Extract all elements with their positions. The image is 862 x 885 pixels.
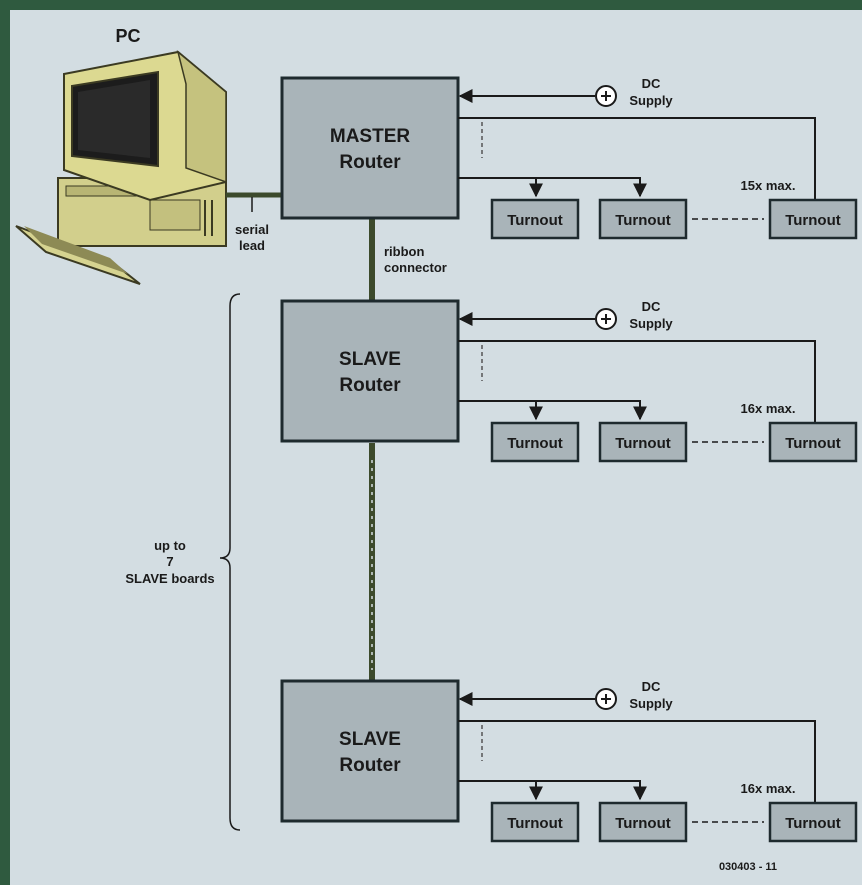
- dc-label-line1: DC: [642, 299, 661, 314]
- router-title: SLAVE: [339, 729, 401, 750]
- ribbon-label-line1: ribbon: [384, 244, 424, 259]
- router-title: SLAVE: [339, 349, 401, 370]
- router-box: [282, 78, 458, 218]
- router-box: [282, 301, 458, 441]
- turnout-label: Turnout: [615, 435, 671, 452]
- turnout-label: Turnout: [615, 815, 671, 832]
- turnout-label: Turnout: [785, 815, 841, 832]
- dc-label-line1: DC: [642, 679, 661, 694]
- router-box: [282, 681, 458, 821]
- dc-label-line2: Supply: [629, 696, 673, 711]
- router-subtitle: Router: [339, 755, 401, 776]
- figure-id: 030403 - 11: [719, 861, 777, 873]
- dc-label-line2: Supply: [629, 93, 673, 108]
- turnout-label: Turnout: [507, 815, 563, 832]
- slave-note-line1: up to: [154, 538, 186, 553]
- router-title: MASTER: [330, 126, 411, 147]
- slave-note-line2: 7: [166, 554, 173, 569]
- turnout-label: Turnout: [507, 435, 563, 452]
- router-subtitle: Router: [339, 375, 401, 396]
- turnout-label: Turnout: [785, 212, 841, 229]
- max-outputs-label: 15x max.: [741, 178, 796, 193]
- dc-label-line1: DC: [642, 76, 661, 91]
- turnout-label: Turnout: [785, 435, 841, 452]
- max-outputs-label: 16x max.: [741, 401, 796, 416]
- serial-label-line1: serial: [235, 222, 269, 237]
- dc-label-line2: Supply: [629, 316, 673, 331]
- pc-label: PC: [115, 26, 140, 46]
- turnout-label: Turnout: [615, 212, 671, 229]
- serial-label-line2: lead: [239, 238, 265, 253]
- ribbon-label-line2: connector: [384, 260, 447, 275]
- router-subtitle: Router: [339, 152, 401, 173]
- max-outputs-label: 16x max.: [741, 781, 796, 796]
- turnout-label: Turnout: [507, 212, 563, 229]
- slave-note-line3: SLAVE boards: [125, 571, 214, 586]
